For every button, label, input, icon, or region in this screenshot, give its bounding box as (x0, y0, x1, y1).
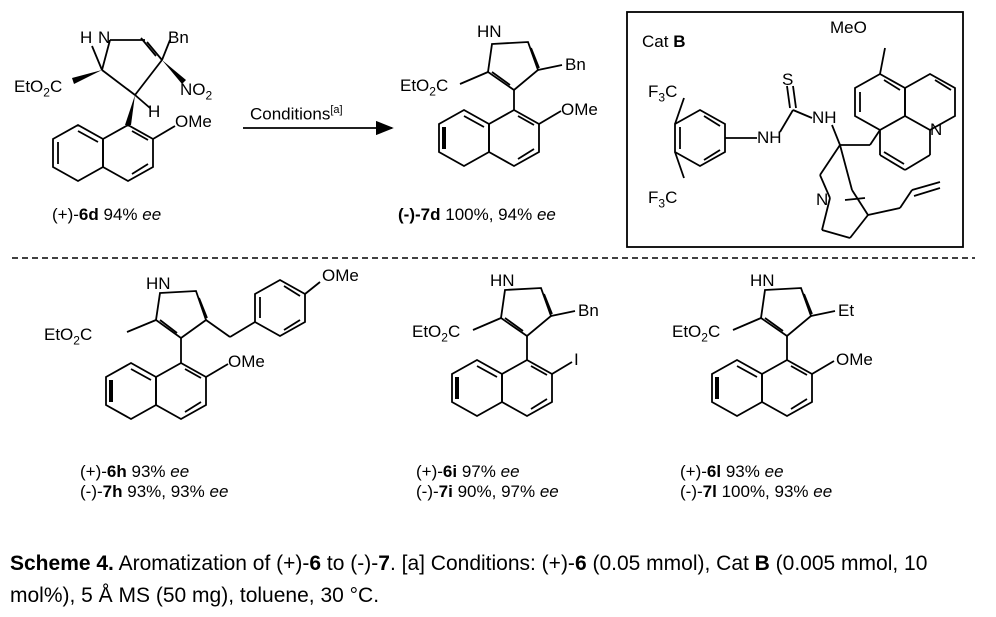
atom-label-eto2c: EtO2C (412, 322, 461, 345)
atom-label-eto2c: EtO2C (400, 76, 449, 99)
atom-label-h: H (80, 28, 93, 47)
atom-label-hn: HN (146, 274, 171, 293)
atom-label-et: Et (838, 301, 855, 320)
atom-label-nh: NH (757, 128, 782, 147)
atom-label-eto2c: EtO2C (14, 77, 63, 100)
atom-label-ome: OMe (228, 352, 265, 371)
atom-label-ome: OMe (561, 100, 598, 119)
structure-7i (451, 287, 576, 418)
atom-label-eto2c: EtO2C (672, 322, 721, 345)
atom-label-hn: HN (750, 271, 775, 290)
atom-label-bn: Bn (578, 301, 599, 320)
caption-label: Scheme 4. (10, 552, 114, 575)
structure-7h (105, 278, 321, 421)
atom-label-ome: OMe (322, 266, 359, 285)
catalyst-title: Cat B (642, 32, 686, 51)
compound-label-6h-7h: (+)-6h 93% ee (-)-7h 93%, 93% ee (80, 462, 229, 501)
structure-7l (711, 287, 836, 418)
atom-label-meo: MeO (830, 18, 867, 37)
structure-6d (52, 37, 186, 183)
atom-label-h: H (148, 102, 161, 121)
atom-label-f3c: F3C (648, 82, 678, 105)
atom-label-nh: NH (812, 108, 837, 127)
atom-label-ome: OMe (175, 112, 212, 131)
atom-label-eto2c: EtO2C (44, 325, 93, 348)
structure-cat-b (674, 47, 956, 239)
atom-label-no2: NO2 (180, 80, 213, 103)
atom-label-f3c: F3C (648, 188, 678, 211)
catalyst-box (626, 11, 964, 248)
atom-label-bn: Bn (565, 55, 586, 74)
atom-label-n: N (98, 28, 111, 47)
atom-label-s: S (782, 70, 794, 89)
reaction-scheme (12, 11, 975, 421)
conditions-label: Conditions[a] (250, 104, 343, 124)
atom-label-n: N (930, 120, 943, 139)
atom-label-ome: OMe (836, 350, 873, 369)
compound-label-6i-7i: (+)-6i 97% ee (-)-7i 90%, 97% ee (416, 462, 559, 501)
atom-label-bn: Bn (168, 28, 189, 47)
scheme-caption: Scheme 4. Aromatization of (+)-6 to (-)-… (10, 552, 928, 607)
structure-7d (438, 41, 563, 168)
compound-label-7d: (-)-7d 100%, 94% ee (398, 205, 556, 224)
atom-label-i: I (574, 350, 579, 369)
compound-label-6l-7l: (+)-6l 93% ee (-)-7l 100%, 93% ee (680, 462, 833, 501)
compound-label-6d: (+)-6d 94% ee (52, 205, 162, 224)
atom-label-hn: HN (490, 271, 515, 290)
atom-label-hn: HN (477, 22, 502, 41)
atom-label-n: N (816, 190, 829, 209)
